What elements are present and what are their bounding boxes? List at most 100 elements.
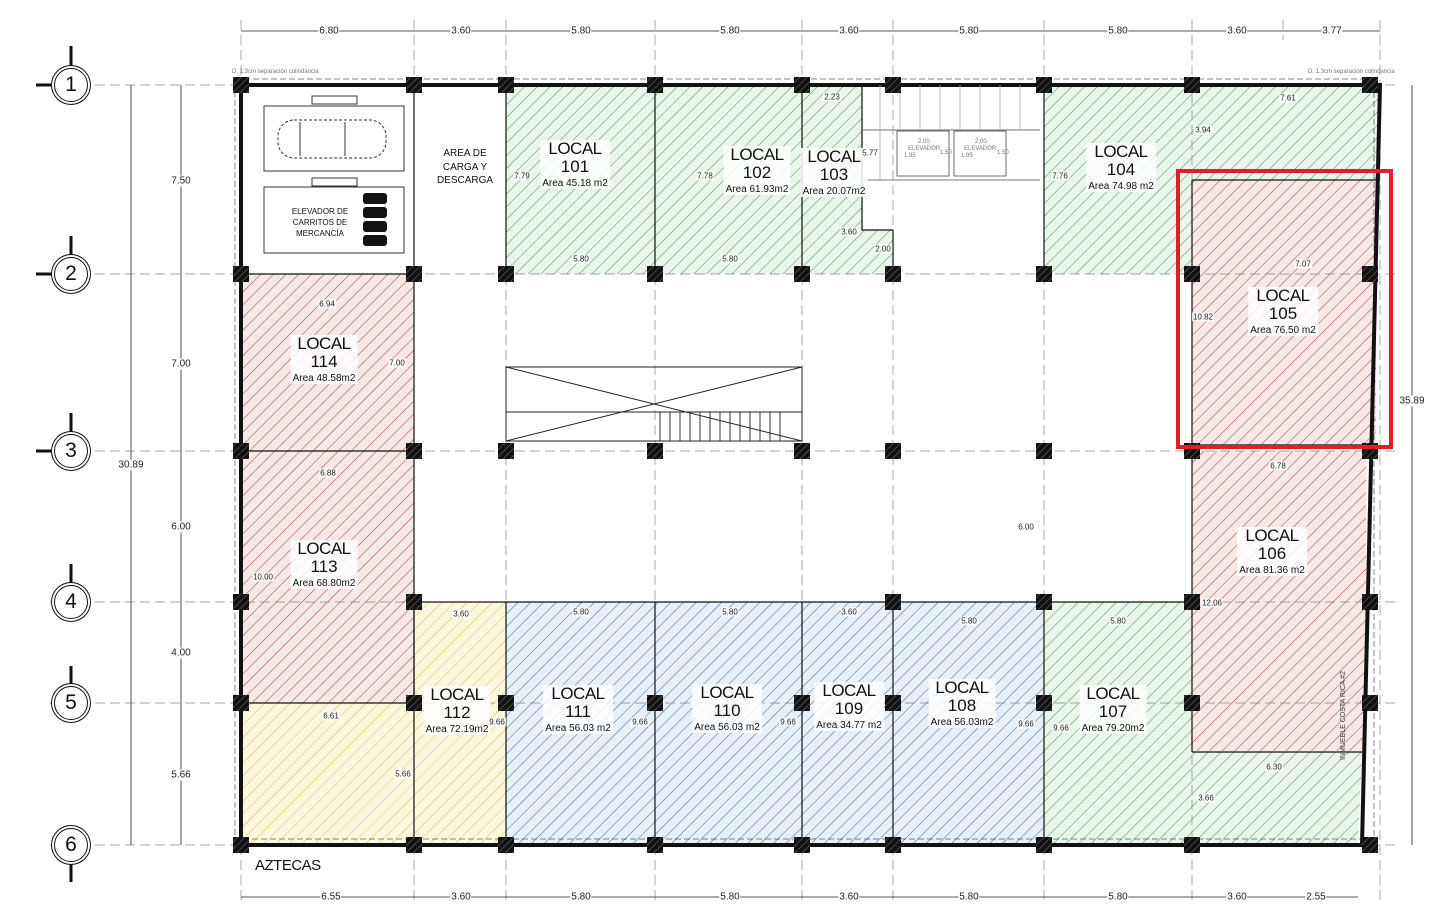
room-title: LOCAL	[1086, 684, 1140, 703]
bottom-dimension: 5.80	[1107, 891, 1129, 903]
column	[647, 695, 663, 711]
inner-dimension: 7.00	[388, 358, 406, 368]
room-area: Area 20.07m2	[802, 185, 866, 197]
room-title: LOCAL	[700, 683, 754, 702]
boundary-note-right: D. 1.3cm separación colindancia	[1308, 69, 1395, 75]
axis-bubble-5: 5	[54, 686, 88, 720]
inner-dimension: 5.80	[572, 254, 590, 264]
column	[794, 77, 810, 93]
column	[1184, 695, 1200, 711]
column	[233, 443, 249, 459]
inner-dimension: 5.80	[960, 616, 978, 626]
axis-bubble-6: 6	[54, 828, 88, 862]
bottom-dimension: 5.80	[719, 891, 741, 903]
room-title: LOCAL	[807, 147, 861, 166]
top-dimension: 5.80	[958, 25, 980, 37]
inner-dimension: 3.66	[1197, 793, 1215, 803]
inner-dimension: 5.80	[572, 607, 590, 617]
room-number: 102	[742, 162, 772, 182]
column	[794, 837, 810, 853]
column	[885, 266, 901, 282]
highlight-box-local-105[interactable]	[1176, 169, 1393, 449]
room-112-area[interactable]	[241, 602, 506, 845]
room-number: 106	[1257, 543, 1287, 563]
top-dimension: 3.77	[1321, 25, 1343, 37]
column	[498, 77, 514, 93]
bottom-dimension: 5.80	[958, 891, 980, 903]
room-number: 108	[947, 695, 977, 715]
column	[1362, 695, 1378, 711]
top-dimension: 3.60	[1226, 25, 1248, 37]
room-number: 114	[310, 351, 338, 371]
street-name: AZTECAS	[255, 857, 321, 874]
loading-area-label: AREA DE CARGA Y DESCARGA	[436, 148, 494, 186]
room-area: Area 79.20m2	[1081, 722, 1145, 734]
inner-dimension: 6.30	[1265, 762, 1283, 772]
left-dimension: 5.66	[170, 769, 192, 781]
inner-dimension: 6.94	[318, 299, 336, 309]
room-number: 113	[310, 556, 338, 576]
inner-dimension: 9.66	[1052, 723, 1070, 733]
column	[885, 77, 901, 93]
column	[1362, 594, 1378, 610]
column	[233, 77, 249, 93]
neighbor-note: INMUEBLE COSTA RICA #2	[1340, 671, 1347, 760]
room-area: Area 61.93m2	[725, 183, 789, 195]
room-title: LOCAL	[1256, 286, 1310, 305]
room-number: 104	[1106, 159, 1136, 179]
room-area: Area 34.77 m2	[816, 719, 882, 731]
room-area: Area 56.03m2	[930, 716, 994, 728]
room-area: Area 76.50 m2	[1250, 324, 1316, 336]
room-107-area[interactable]	[1044, 602, 1362, 845]
elevator-2-depth: 1.95	[961, 153, 973, 159]
boundary-note-left: D. 1.3cm separación colindancia	[232, 69, 319, 75]
room-number: 110	[713, 700, 741, 720]
inner-dimension: 5.66	[394, 769, 412, 779]
column	[233, 837, 249, 853]
left-dimension: 4.00	[170, 647, 192, 659]
inner-dimension: 3.60	[840, 227, 858, 237]
structural-columns	[233, 77, 1378, 853]
column	[885, 443, 901, 459]
inner-dimension: 3.60	[840, 607, 858, 617]
right-total-dimension: 35.89	[1398, 395, 1426, 407]
inner-dimension: 3.60	[452, 609, 470, 619]
cart-lift-area	[263, 95, 405, 254]
inner-dimension: 10.82	[1191, 312, 1215, 322]
column	[1036, 837, 1052, 853]
column	[1036, 266, 1052, 282]
left-total-dimension: 30.89	[117, 459, 145, 471]
elevator-2-door: 1.50	[997, 150, 1009, 156]
column	[1036, 77, 1052, 93]
top-dimension: 5.80	[570, 25, 592, 37]
elevator-2-label: ELEVADOR	[964, 146, 997, 152]
inner-dimension: 6.88	[319, 468, 337, 478]
column	[647, 77, 663, 93]
room-area: Area 56.03 m2	[545, 722, 611, 734]
inner-dimension: 5.80	[721, 254, 739, 264]
top-dimension: 6.80	[318, 25, 340, 37]
column	[1362, 837, 1378, 853]
inner-dimension: 5.80	[1109, 616, 1127, 626]
bottom-dimension: 3.60	[450, 891, 472, 903]
inner-dimension: 3.94	[1194, 125, 1212, 135]
column	[406, 77, 422, 93]
room-number: 107	[1098, 701, 1128, 721]
inner-dimension: 9.66	[1017, 719, 1035, 729]
axis-bubble-2: 2	[54, 257, 88, 291]
